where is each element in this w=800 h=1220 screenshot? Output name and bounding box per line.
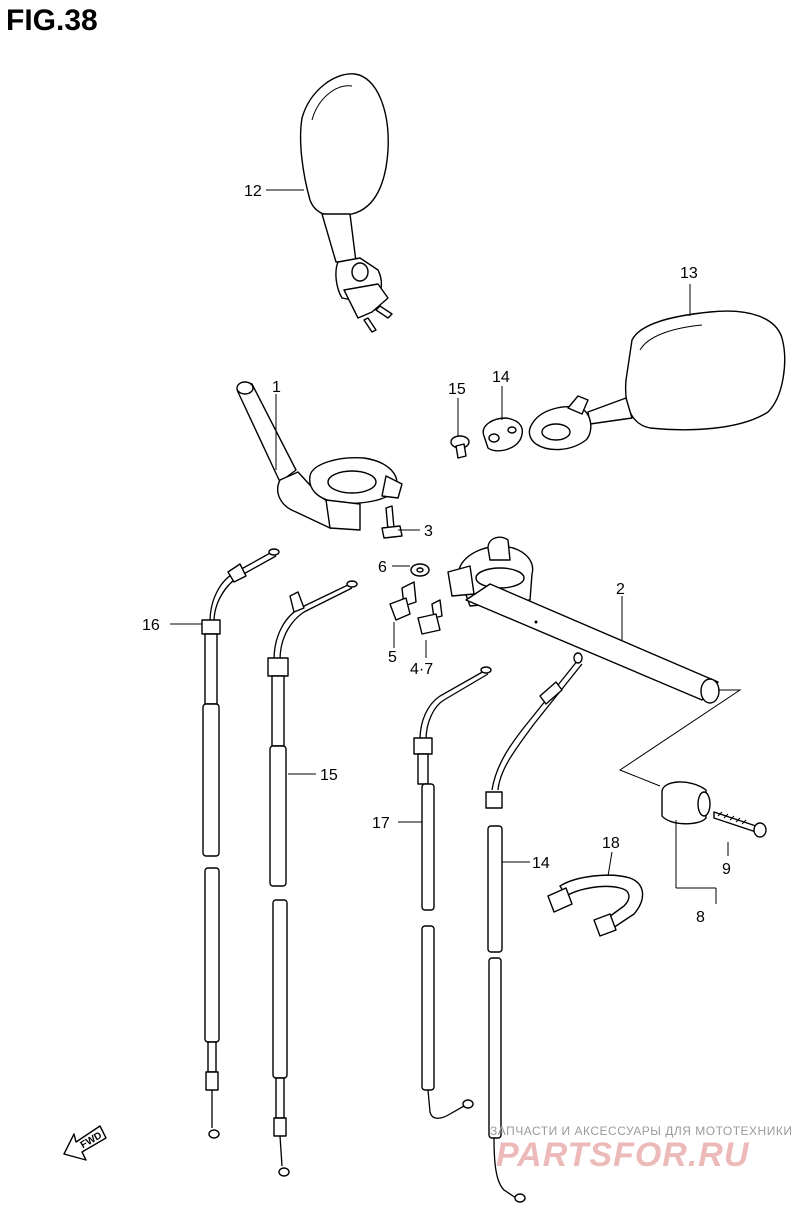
callout-11: 13	[680, 265, 698, 282]
callout-15: 15	[320, 767, 338, 784]
callout-5: 5	[388, 649, 397, 666]
handlebar-right-part[interactable]	[447, 536, 720, 704]
throttle-cable-16-part[interactable]	[201, 548, 280, 1139]
bar-end-weight-part[interactable]	[661, 781, 711, 825]
callout-8: 8	[696, 909, 705, 926]
callout-4-7: 4·7	[410, 661, 433, 678]
callouts: 12 13 14 15 1 3 6 5 4·7 2 16 15 17 14 18…	[142, 183, 731, 926]
callout-3: 3	[424, 523, 433, 540]
watermark-tagline: ЗАПЧАСТИ И АКСЕССУАРЫ ДЛЯ МОТОТЕХНИКИ	[490, 1124, 793, 1138]
callout-13: 15	[448, 381, 466, 398]
handlebar-left-part[interactable]	[236, 381, 403, 531]
callout-16: 16	[142, 617, 160, 634]
callout-1: 1	[272, 379, 281, 396]
callout-12: 14	[492, 369, 510, 386]
bolt-3-part[interactable]	[381, 505, 403, 539]
clutch-cable-14-part[interactable]	[485, 652, 583, 1203]
callout-18: 18	[602, 835, 620, 852]
fwd-arrow-icon: FWD	[63, 1125, 107, 1161]
bolt-13-part[interactable]	[450, 435, 470, 459]
callout-9: 9	[722, 861, 731, 878]
throttle-cable-15-part[interactable]	[267, 580, 358, 1177]
bolt-4-7-part[interactable]	[417, 599, 443, 635]
callout-14: 14	[532, 855, 550, 872]
holder-plate-part[interactable]	[482, 417, 524, 452]
watermark-logo: PARTSFOR.RU	[496, 1136, 750, 1174]
screw-9-part[interactable]	[713, 811, 767, 838]
nut-5-part[interactable]	[389, 581, 417, 621]
mirror-right-part[interactable]	[528, 310, 786, 451]
washer-6-part[interactable]	[410, 563, 430, 577]
callout-10: 12	[244, 183, 262, 200]
fwd-label: FWD	[79, 1130, 104, 1151]
leader-lines	[170, 189, 742, 904]
callout-17: 17	[372, 815, 390, 832]
figure-title: FIG.38	[6, 4, 98, 37]
cable-clamp-part[interactable]	[547, 874, 644, 937]
mirror-left-part[interactable]	[299, 73, 393, 333]
callout-6: 6	[378, 559, 387, 576]
callout-2: 2	[616, 581, 625, 598]
choke-cable-17-part[interactable]	[413, 666, 492, 1119]
